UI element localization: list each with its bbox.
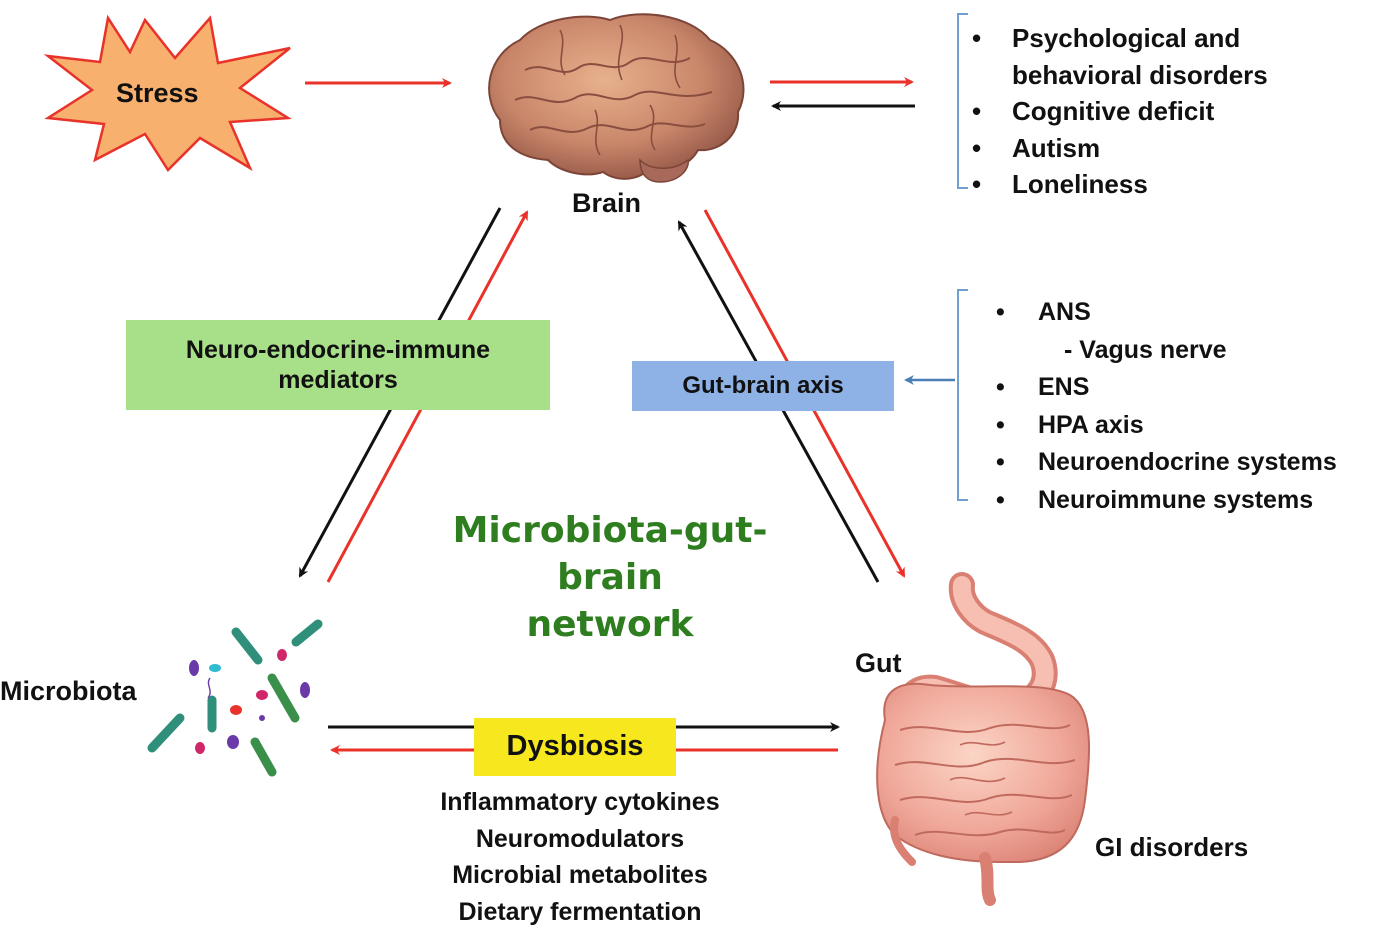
brain-outcomes-list: •Psychological and behavioral disorders … <box>972 20 1268 203</box>
bracket-axis-components <box>958 290 968 500</box>
axis-components-list: •ANS - Vagus nerve •ENS •HPA axis •Neuro… <box>996 294 1337 519</box>
gi-disorders-label: GI disorders <box>1095 832 1248 863</box>
dysbiosis-box: Dysbiosis <box>474 718 676 776</box>
bracket-brain-outcomes <box>958 14 968 188</box>
component-item: •Neuroimmune systems <box>996 482 1337 520</box>
gut-brain-axis-label: Gut-brain axis <box>682 371 843 400</box>
factor-item: Inflammatory cytokines <box>380 784 780 821</box>
outcome-item: •Loneliness <box>972 166 1268 203</box>
factor-item: Dietary fermentation <box>380 894 780 930</box>
network-title-line1: Microbiota-gut-brain <box>400 508 820 602</box>
outcome-item: •Autism <box>972 130 1268 167</box>
neuro-endocrine-immune-box: Neuro-endocrine-immune mediators <box>126 320 550 410</box>
dysbiosis-factors-list: Inflammatory cytokines Neuromodulators M… <box>380 784 780 930</box>
gut-organ-icon <box>877 585 1089 900</box>
gut-label: Gut <box>855 648 902 679</box>
component-item: •ANS <box>996 294 1337 332</box>
component-item: •HPA axis <box>996 407 1337 445</box>
brain-label: Brain <box>572 188 641 219</box>
microbiota-label: Microbiota <box>0 676 137 707</box>
neuro-box-line1: Neuro-endocrine-immune <box>186 335 490 366</box>
component-item: •ENS <box>996 369 1337 407</box>
dysbiosis-label: Dysbiosis <box>507 729 644 764</box>
factor-item: Neuromodulators <box>380 821 780 858</box>
outcome-item: •Psychological and <box>972 20 1268 57</box>
outcome-item: •Cognitive deficit <box>972 93 1268 130</box>
brain-icon <box>489 14 743 182</box>
component-subitem: - Vagus nerve <box>996 332 1337 370</box>
neuro-box-line2: mediators <box>278 365 397 396</box>
gut-brain-axis-box: Gut-brain axis <box>632 361 894 411</box>
component-item: •Neuroendocrine systems <box>996 444 1337 482</box>
stress-label: Stress <box>116 78 199 109</box>
outcome-item-continued: behavioral disorders <box>972 57 1268 94</box>
network-title: Microbiota-gut-brain network <box>400 508 820 648</box>
network-title-line2: network <box>400 602 820 649</box>
bacteria-cluster-icon <box>152 624 318 772</box>
factor-item: Microbial metabolites <box>380 857 780 894</box>
